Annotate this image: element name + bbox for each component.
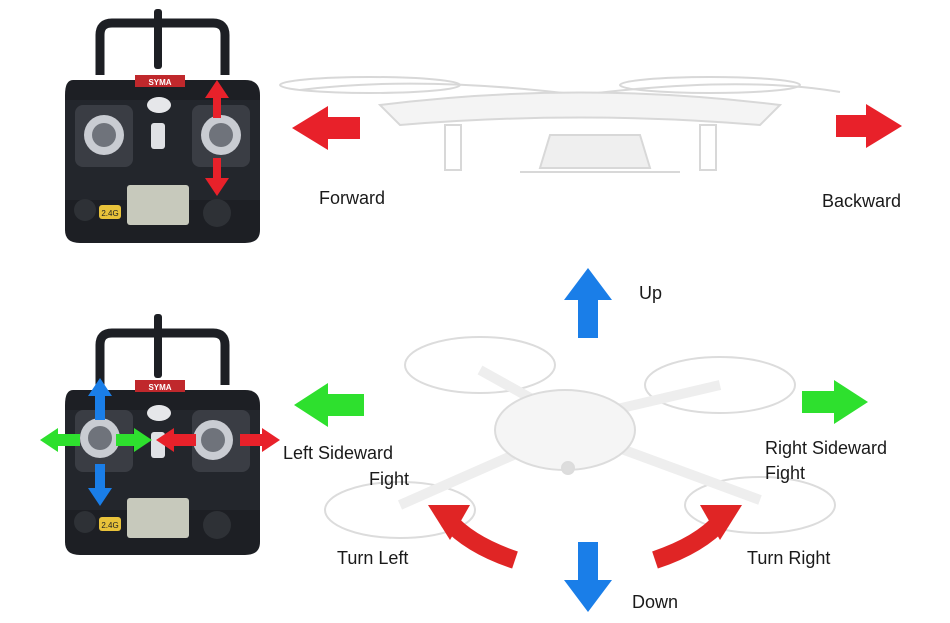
throttle-arrow-icon bbox=[88, 378, 112, 506]
freq-badge: 2.4G bbox=[101, 209, 118, 218]
roll-arrow-icon bbox=[156, 428, 280, 452]
label-forward: Forward bbox=[319, 188, 386, 208]
brand-logo: SYMA bbox=[148, 78, 171, 87]
remote-controller-bottom: 2.4G SYMA bbox=[65, 314, 260, 555]
label-down: Down bbox=[632, 592, 679, 612]
label-left-sideward: Left Sideward bbox=[283, 443, 394, 463]
label-up: Up bbox=[639, 283, 663, 303]
yaw-arrow-icon bbox=[40, 428, 152, 452]
right-sideward-arrow-icon bbox=[802, 380, 868, 424]
pitch-arrow-icon bbox=[205, 80, 229, 196]
up-arrow-icon bbox=[564, 268, 612, 338]
freq-badge: 2.4G bbox=[101, 521, 118, 530]
down-arrow-icon bbox=[564, 542, 612, 612]
label-right-sideward: Right Sideward bbox=[765, 438, 888, 458]
remote-controller-top: 2.4G SYMA bbox=[65, 9, 260, 243]
drone-top-view bbox=[324, 336, 836, 539]
label-right-sideward-fight: Fight bbox=[765, 463, 806, 483]
label-turn-left: Turn Left bbox=[337, 548, 409, 568]
forward-arrow-icon bbox=[292, 106, 360, 150]
left-sideward-arrow-icon bbox=[294, 383, 364, 427]
label-backward: Backward bbox=[822, 191, 902, 211]
drone-side-view bbox=[279, 76, 841, 173]
turn-left-arrow-icon bbox=[428, 505, 518, 569]
turn-right-arrow-icon bbox=[652, 505, 742, 569]
backward-arrow-icon bbox=[836, 104, 902, 148]
label-left-sideward-fight: Fight bbox=[369, 469, 410, 489]
brand-logo: SYMA bbox=[148, 383, 171, 392]
label-turn-right: Turn Right bbox=[747, 548, 831, 568]
